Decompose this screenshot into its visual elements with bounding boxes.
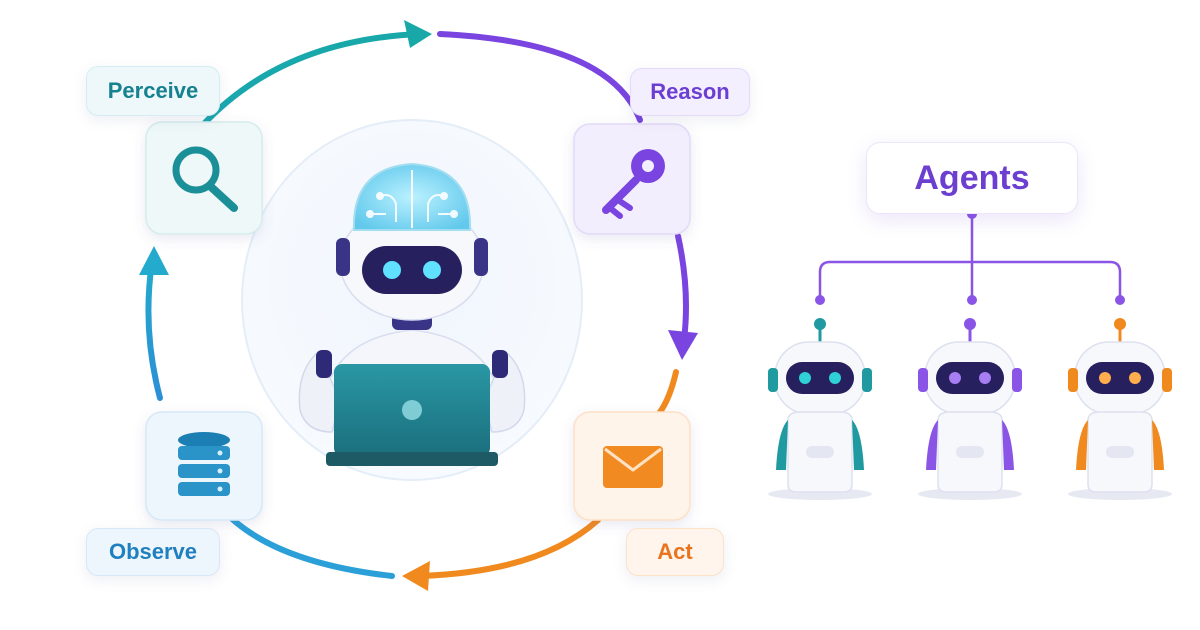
connector-dot-middle	[967, 295, 977, 305]
mail-icon	[603, 446, 663, 488]
key-icon	[602, 149, 665, 219]
agent-robot-orange	[1068, 318, 1172, 500]
search-icon	[172, 146, 238, 212]
database-icon	[178, 432, 230, 496]
reason-label: Reason	[630, 68, 750, 116]
agent-robot-teal	[768, 318, 872, 500]
perceive-label: Perceive	[86, 66, 220, 116]
perceive-arc	[197, 31, 423, 131]
act-label: Act	[626, 528, 724, 576]
agents-root-label: Agents	[866, 142, 1078, 214]
reason-arc-lower	[675, 233, 689, 343]
reason-arrowhead	[668, 330, 698, 360]
observe-arc-upper	[145, 259, 163, 401]
reason-arc	[437, 31, 643, 123]
center-robot	[298, 162, 526, 466]
connector-dot-right	[1115, 295, 1125, 305]
hierarchy-connectors	[818, 214, 1122, 300]
brain-circuit	[366, 170, 458, 228]
perceive-arrowhead	[404, 20, 432, 48]
observe-arrowhead	[139, 246, 169, 275]
agent-robot-purple	[918, 318, 1022, 500]
observe-label: Observe	[86, 528, 220, 576]
act-arrowhead	[402, 561, 430, 591]
perceive-tile	[145, 121, 263, 235]
act-arc	[417, 517, 601, 579]
act-arc-upper	[657, 369, 679, 415]
connector-dot-left	[815, 295, 825, 305]
